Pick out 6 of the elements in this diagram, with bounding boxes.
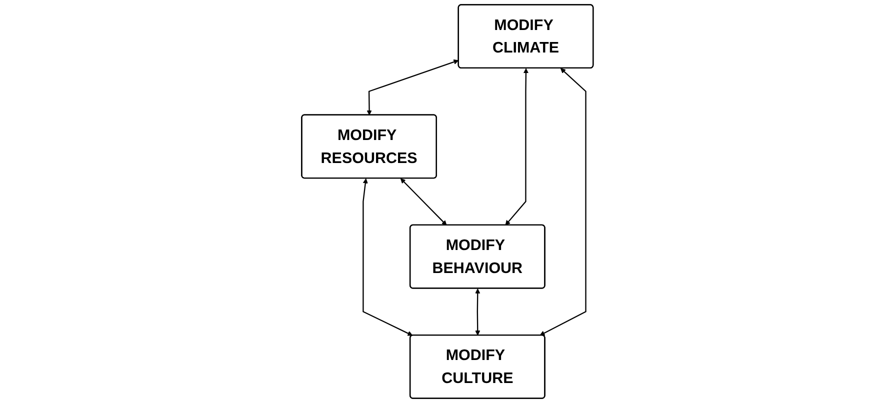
- arrow: [505, 68, 529, 226]
- arrow: [400, 178, 447, 226]
- arrow: [362, 178, 413, 336]
- arrow: [366, 59, 459, 116]
- arrow: [475, 288, 480, 336]
- arrow: [540, 68, 586, 336]
